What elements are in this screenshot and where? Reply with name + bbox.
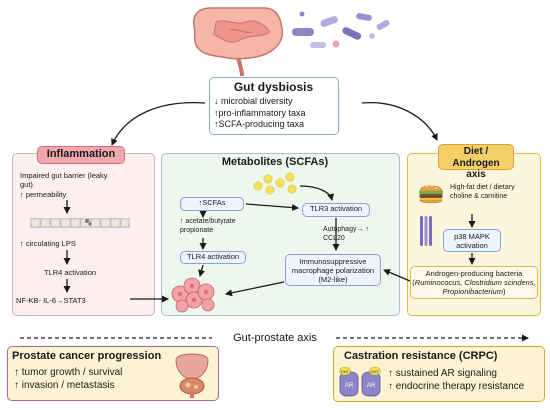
autophagy-text: Autophagy→ ↑ CCL20	[323, 226, 369, 242]
inflammation-panel	[12, 153, 155, 316]
metabolites-title: Metabolites (SCFAs)	[221, 156, 329, 168]
diet-title-line1: Diet / Androgen	[452, 146, 500, 169]
prostate-organ-icon	[175, 353, 209, 398]
tlr4-node: TLR4 activation	[180, 251, 246, 264]
dht-label: DHT	[341, 370, 349, 374]
prostate-item: ↑ tumor growth / survival	[14, 367, 123, 378]
tumor-cells-icon	[171, 277, 215, 313]
scfa-molecules-icon	[253, 172, 297, 195]
bacteria-intro: Androgen-producing bacteria (	[412, 269, 523, 287]
dht-label: DHT	[371, 370, 379, 374]
ar-label: AR	[367, 383, 376, 389]
p38-mapk-node: p38 MAPK activation	[443, 229, 501, 252]
acetate-butyrate-text: ↑ acetate/butyrate propionate	[180, 218, 236, 234]
gut-illustration	[192, 7, 390, 77]
gut-dysbiosis-box: Gut dysbiosis ↓ microbial diversity ↑pro…	[209, 77, 339, 135]
ar-label: AR	[345, 383, 354, 389]
prostate-cancer-title: Prostate cancer progression	[12, 350, 162, 362]
macrophage-node: Immunosuppressive macrophage polarizatio…	[285, 254, 381, 286]
crpc-item: ↑ sustained AR signaling	[388, 368, 497, 379]
intestine-icon	[192, 7, 284, 77]
diet-androgen-title: Diet / Androgen axis	[438, 144, 514, 180]
androgen-bacteria-node: Androgen-producing bacteria (Ruminococus…	[410, 266, 538, 299]
bacteria-end: )	[502, 287, 506, 296]
prostate-item: ↑ invasion / metastasis	[14, 380, 115, 391]
diet-title-line2: axis	[466, 169, 486, 180]
crpc-item: ↑ endocrine therapy resistance	[388, 381, 525, 392]
epithelium-icon	[30, 218, 130, 228]
bacteria-icon	[292, 11, 390, 48]
receptor-icon	[420, 216, 432, 246]
tlr3-node: TLR3 activation	[302, 203, 370, 217]
scfas-node: ↑SCFAs	[180, 197, 244, 211]
inflammation-title: Inflammation	[37, 146, 125, 164]
gut-dysbiosis-title: Gut dysbiosis	[233, 80, 314, 94]
dysbiosis-item: ↑SCFA-producing taxa	[214, 119, 305, 129]
dysbiosis-item: ↑pro-inflammatory taxa	[214, 107, 306, 118]
dysbiosis-item: ↓ microbial diversity	[214, 96, 293, 106]
gut-prostate-axis-label: Gut-prostate axis	[233, 332, 317, 344]
permeability-text: ↑ permeability	[20, 190, 67, 199]
androgen-receptor-icon: AR AR DHT DHT	[339, 366, 381, 397]
high-fat-diet-text: High-fat diet / dietary choline & carnit…	[450, 184, 515, 200]
arrow-dysbiosis-diet	[361, 101, 438, 141]
nfkb-pathway-text: NF-KB- IL-6→STAT3	[16, 296, 86, 305]
crpc-title: Castration resistance (CRPC)	[344, 350, 498, 362]
burger-icon	[419, 185, 443, 204]
arrow-dysbiosis-inflammation	[111, 101, 206, 146]
tlr4-activation-text: TLR4 activation	[43, 268, 97, 277]
bacteria-species: Ruminococus, Clostridium scindens, Propi…	[414, 278, 536, 296]
lps-text: ↑ circulating LPS	[20, 239, 76, 248]
gut-barrier-text: Impaired gut barrier (leaky gut)	[20, 171, 108, 189]
